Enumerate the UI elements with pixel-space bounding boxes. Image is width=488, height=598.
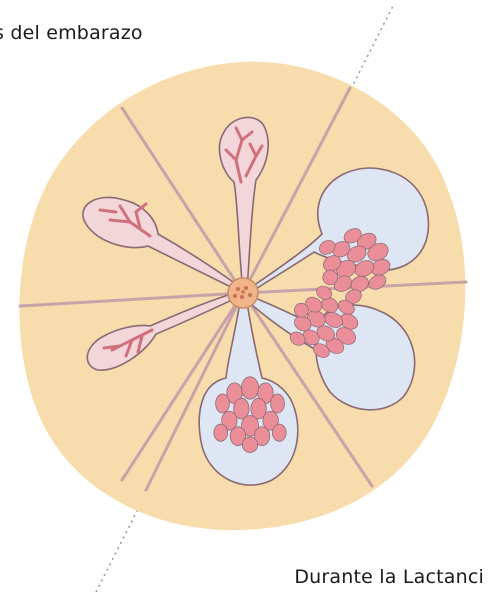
nipple-center: [228, 278, 258, 308]
caption-during-lactation: Durante la Lactanci: [294, 566, 484, 588]
